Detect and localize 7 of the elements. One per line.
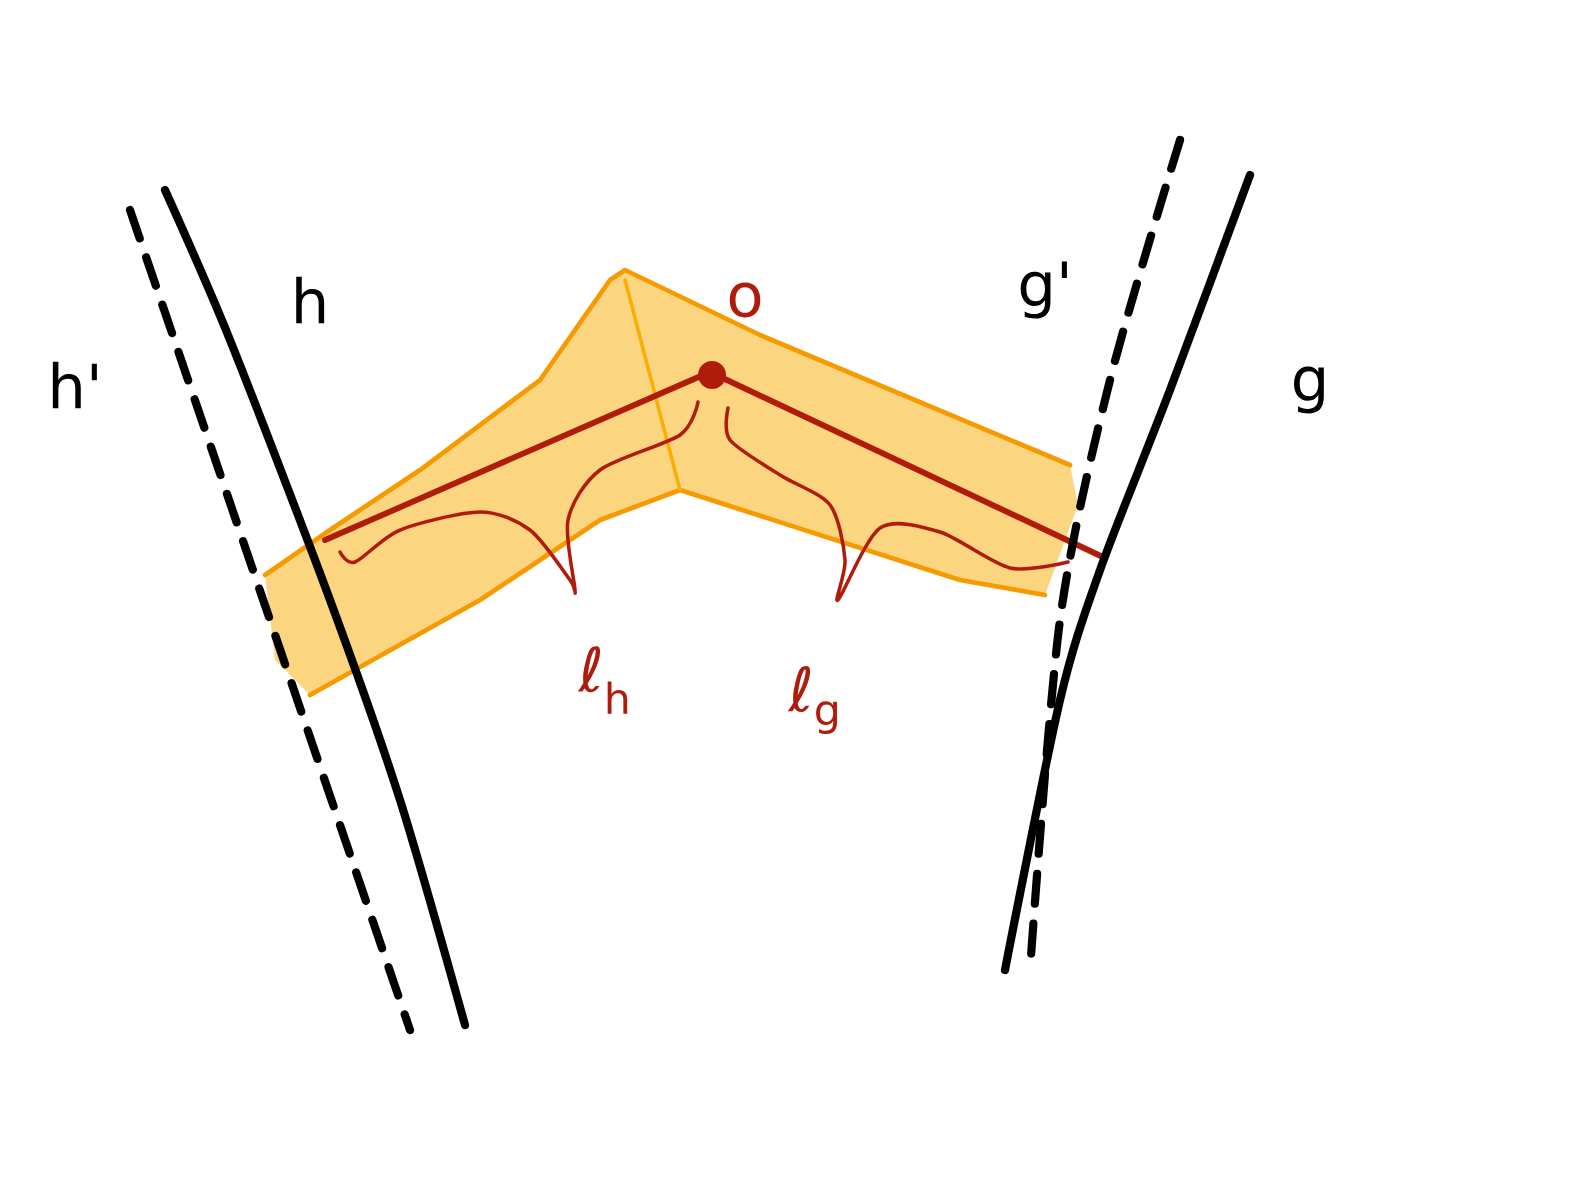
line-label: g' (1020, 261, 1067, 319)
line-label: o (729, 282, 761, 318)
line-label: h (296, 276, 325, 324)
line-label: h' (52, 361, 97, 409)
line-label: ℓ$_{h}$ (577, 646, 628, 714)
line-label: g (1294, 366, 1324, 414)
line-label: ℓ$_{g}$ (787, 666, 837, 734)
